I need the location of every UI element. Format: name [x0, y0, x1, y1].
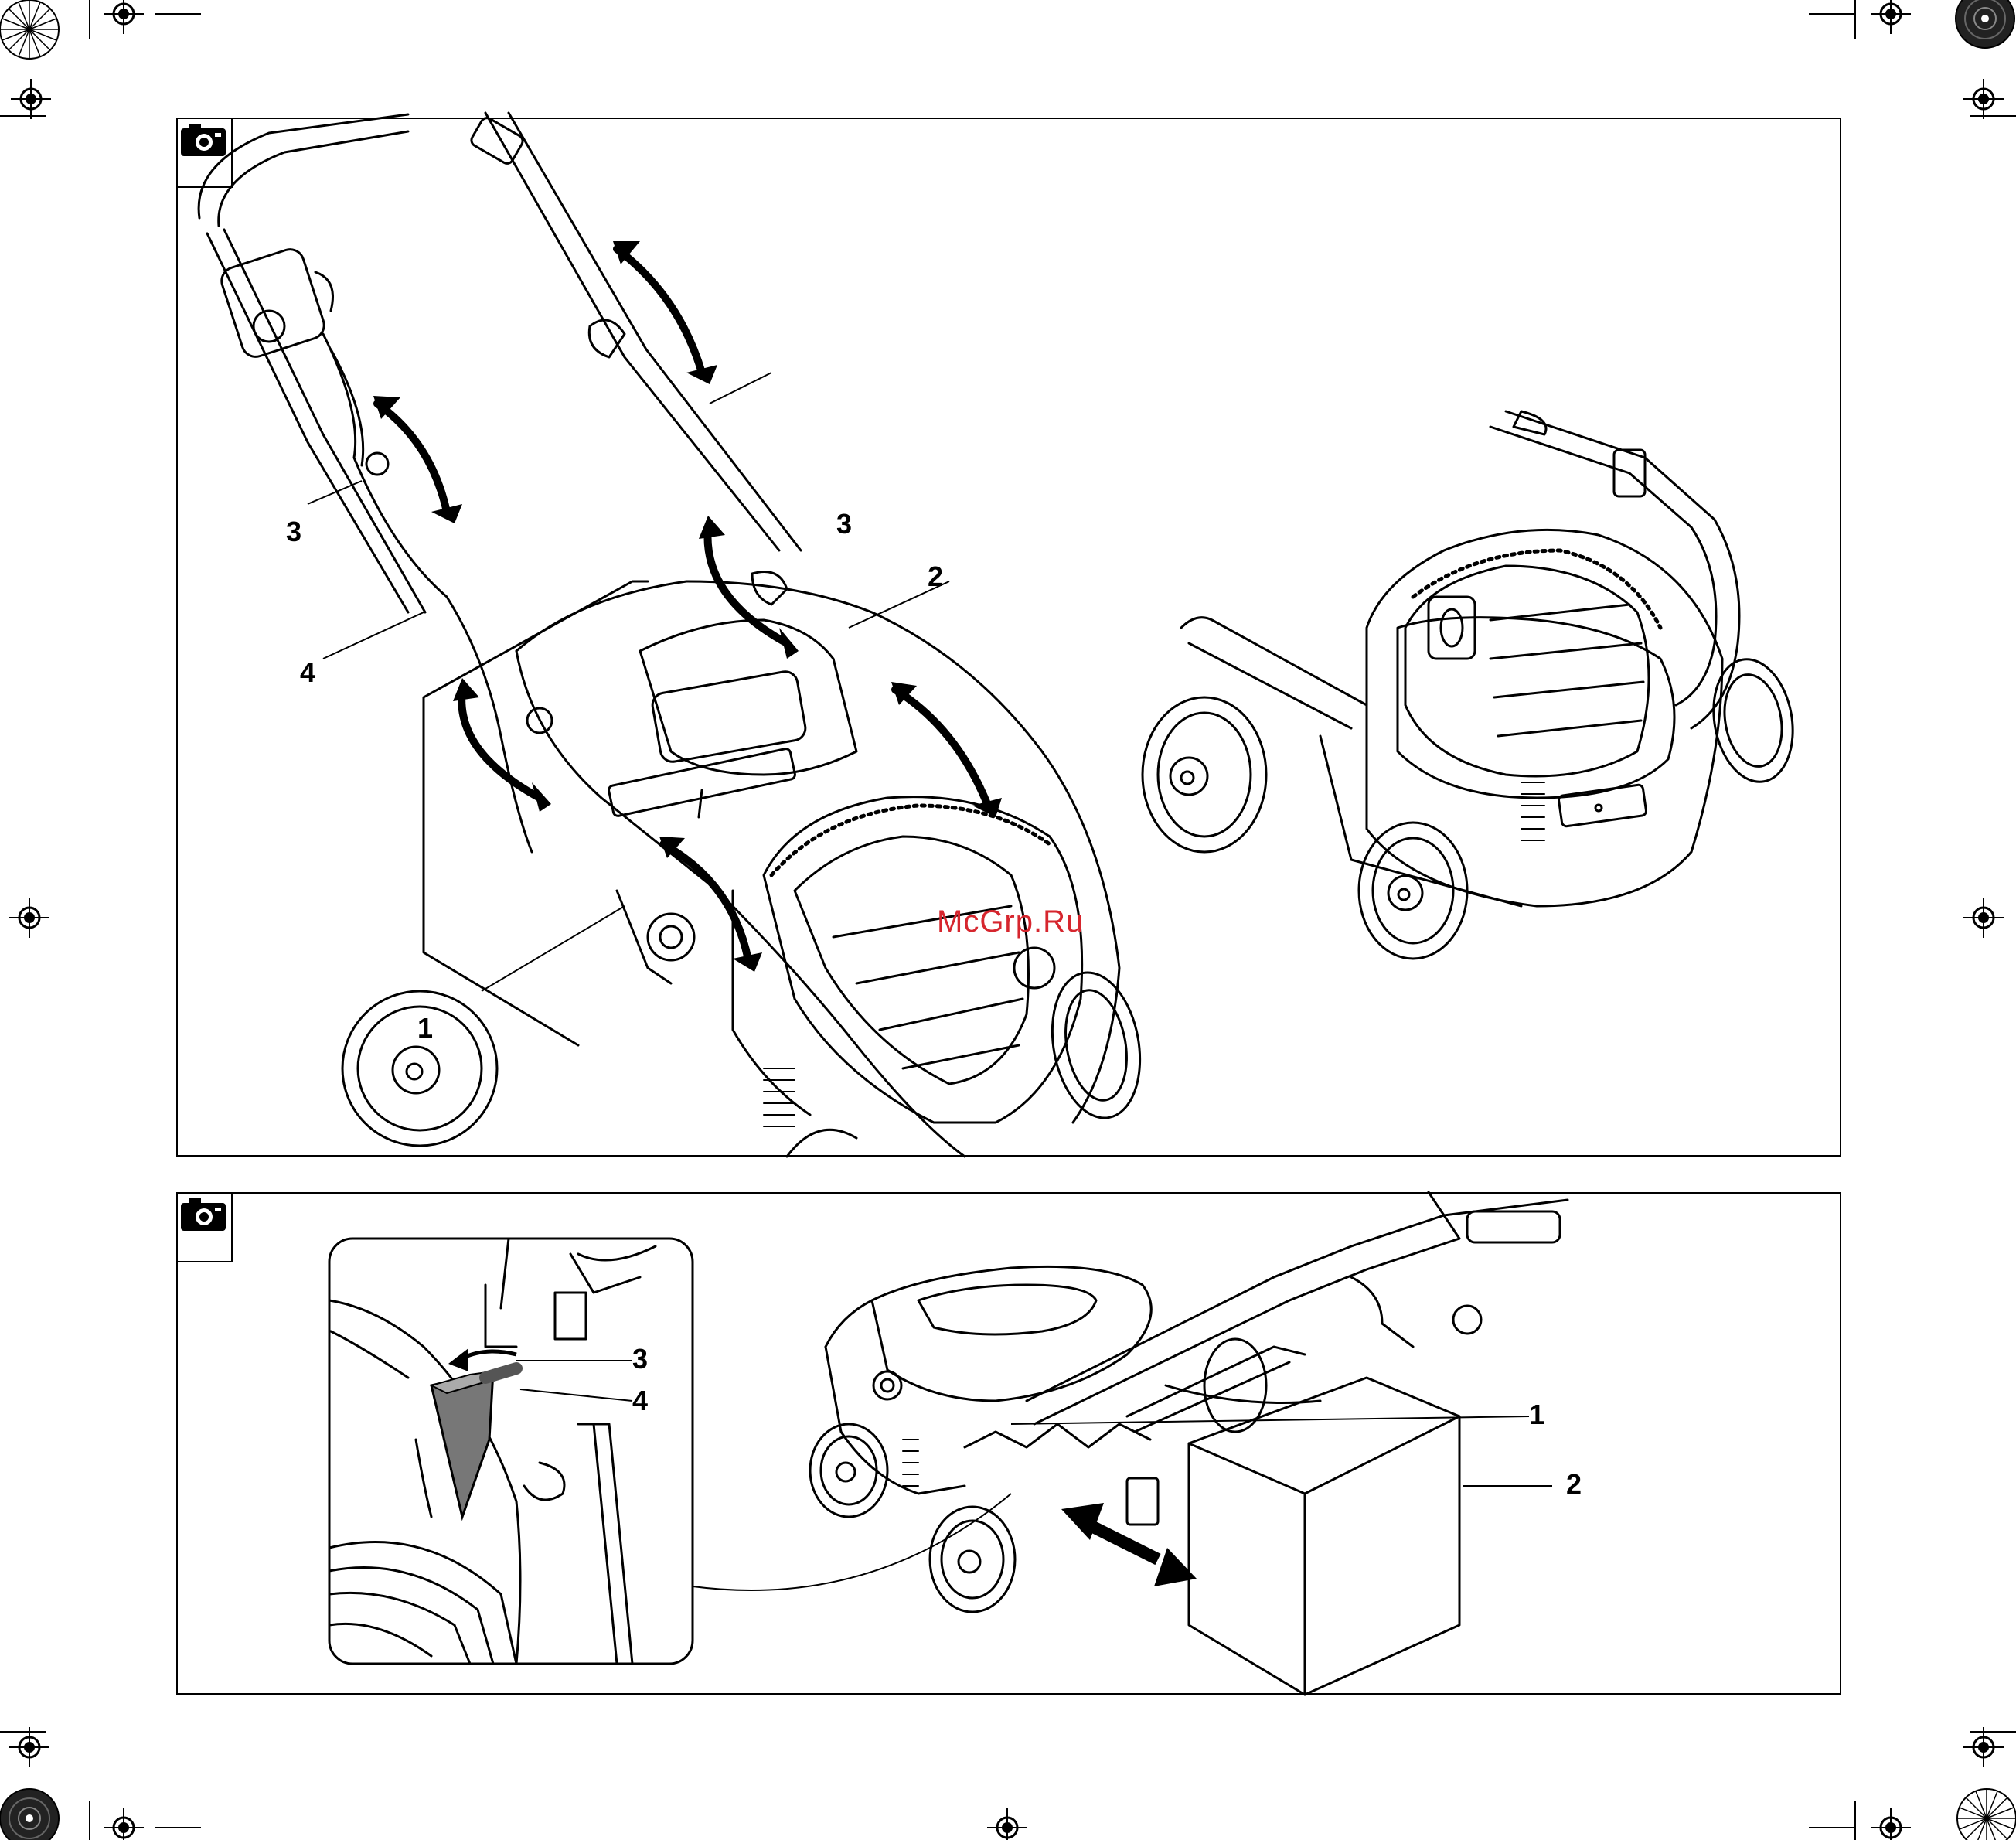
color-target-icon-top-right — [1956, 0, 2014, 48]
figure-1-callout-4: 4 — [300, 659, 315, 687]
color-target-icon-bottom-left — [0, 1789, 59, 1840]
figure-2-callout-4: 4 — [632, 1387, 648, 1415]
color-target-icon-top-left — [0, 0, 59, 59]
figure-1-callout-1: 1 — [417, 1014, 433, 1042]
figure-2-callout-1: 1 — [1529, 1401, 1544, 1429]
color-target-icon-bottom-right — [1957, 1789, 2016, 1840]
figure-2-callout-3: 3 — [632, 1345, 648, 1373]
figure-2-callout-2: 2 — [1566, 1470, 1582, 1498]
grass-box-mounting-illustration — [176, 1192, 1841, 1695]
figure-1-callout-3-left: 3 — [286, 518, 301, 546]
figure-1-callout-3-right: 3 — [836, 510, 852, 538]
watermark: McGrp.Ru — [937, 905, 1084, 939]
figure-1-callout-2: 2 — [928, 563, 943, 591]
mower-handle-assembly-illustration — [176, 118, 1841, 1157]
